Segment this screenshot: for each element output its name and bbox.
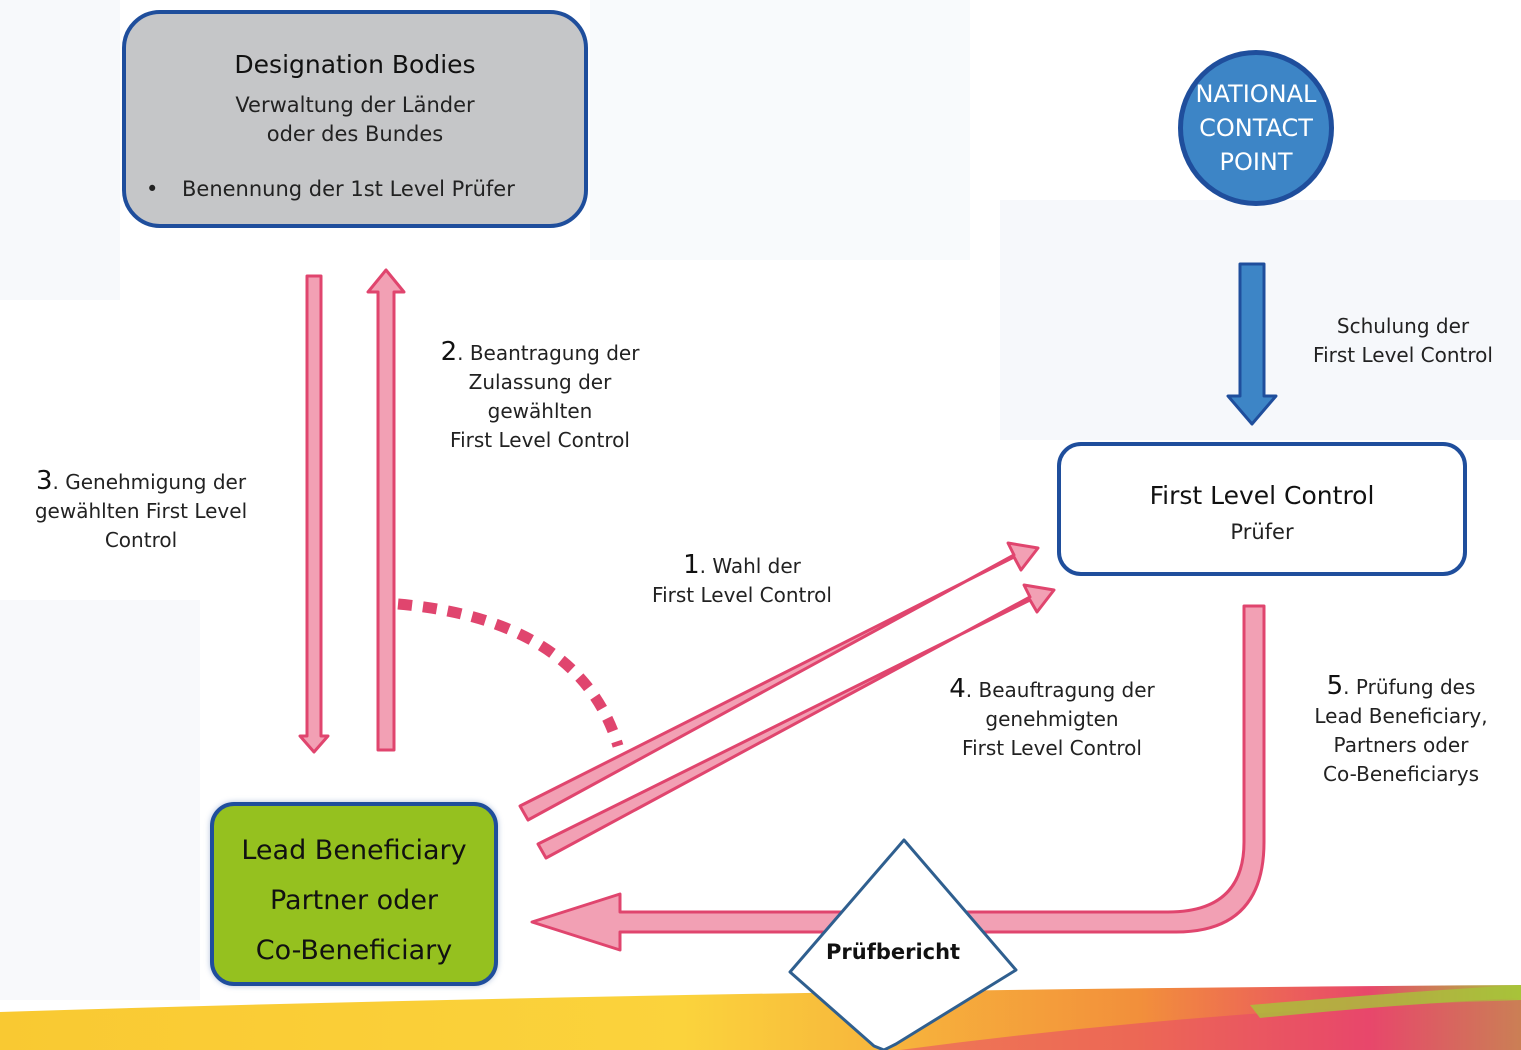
step-4-number: 4 — [949, 674, 966, 704]
step-1-line-1: . Wahl der — [699, 554, 801, 578]
step-1-label: 1. Wahl der First Level Control — [626, 551, 858, 610]
step-3-line-3: Control — [104, 528, 178, 552]
step-3-line-2: gewählten First Level — [34, 499, 248, 523]
arrow-commission — [536, 583, 1056, 860]
lead-line-2: Partner oder — [269, 885, 439, 916]
arrow-request-up — [366, 268, 406, 752]
national-contact-point-circle: NATIONAL CONTACT POINT — [1178, 50, 1334, 206]
step-2-label: 2. Beantragung der Zulassung der gewählt… — [418, 338, 662, 455]
training-line-1: Schulung der — [1336, 314, 1470, 338]
step-5-label: 5. Prüfung des Lead Beneficiary, Partner… — [1288, 672, 1514, 789]
bullet-icon: • — [146, 177, 159, 201]
step-5-line-3: Partners oder — [1333, 733, 1469, 757]
training-line-2: First Level Control — [1313, 343, 1493, 367]
step-3-number: 3 — [35, 466, 53, 496]
step-3-label: 3. Genehmigung der gewählten First Level… — [8, 467, 274, 555]
arrow-audit — [530, 604, 1266, 952]
ncp-line-2: CONTACT — [1199, 114, 1313, 142]
step-2-line-1: . Beantragung der — [457, 341, 640, 365]
step-2-line-3: gewählten — [487, 399, 593, 423]
dotted-connector — [397, 598, 624, 748]
step-4-label: 4. Beauftragung der genehmigten First Le… — [932, 675, 1172, 763]
step-5-line-4: Co-Beneficiarys — [1323, 762, 1479, 786]
designation-bullet-text: Benennung der 1st Level Prüfer — [182, 177, 515, 201]
flc-subtitle: Prüfer — [1230, 520, 1294, 544]
step-2-line-4: First Level Control — [450, 428, 630, 452]
designation-title: Designation Bodies — [234, 50, 476, 79]
training-label: Schulung der First Level Control — [1290, 312, 1516, 370]
step-2-line-2: Zulassung der — [468, 370, 612, 394]
lead-beneficiary-box: Lead Beneficiary Partner oder Co-Benefic… — [210, 802, 498, 986]
designation-bullet: • Benennung der 1st Level Prüfer — [146, 177, 515, 201]
arrow-selection — [518, 541, 1040, 822]
designation-line-1: Verwaltung der Länder — [235, 93, 475, 117]
arrow-approval-down — [298, 274, 330, 754]
step-4-line-3: First Level Control — [962, 736, 1142, 760]
designation-bodies-box: Designation Bodies Verwaltung der Länder… — [122, 10, 588, 228]
step-1-line-2: First Level Control — [652, 583, 832, 607]
designation-line-2: oder des Bundes — [266, 122, 444, 146]
step-2-number: 2 — [440, 337, 458, 367]
ncp-line-1: NATIONAL — [1195, 80, 1317, 108]
report-document-icon — [788, 838, 1018, 1050]
lead-line-1: Lead Beneficiary — [241, 835, 467, 866]
step-3-line-1: . Genehmigung der — [52, 470, 247, 494]
arrow-training — [1226, 262, 1278, 426]
first-level-control-box: First Level Control Prüfer — [1057, 442, 1467, 576]
step-5-line-2: Lead Beneficiary, — [1314, 704, 1488, 728]
report-label: Prüfbericht — [826, 940, 961, 964]
step-5-line-1: . Prüfung des — [1343, 675, 1476, 699]
lead-line-3: Co-Beneficiary — [255, 935, 453, 966]
ncp-line-3: POINT — [1219, 148, 1293, 176]
step-5-number: 5 — [1326, 671, 1344, 701]
step-1-number: 1 — [683, 550, 700, 580]
flc-title: First Level Control — [1149, 481, 1375, 510]
step-4-line-2: genehmigten — [985, 707, 1119, 731]
step-4-line-1: . Beauftragung der — [965, 678, 1155, 702]
